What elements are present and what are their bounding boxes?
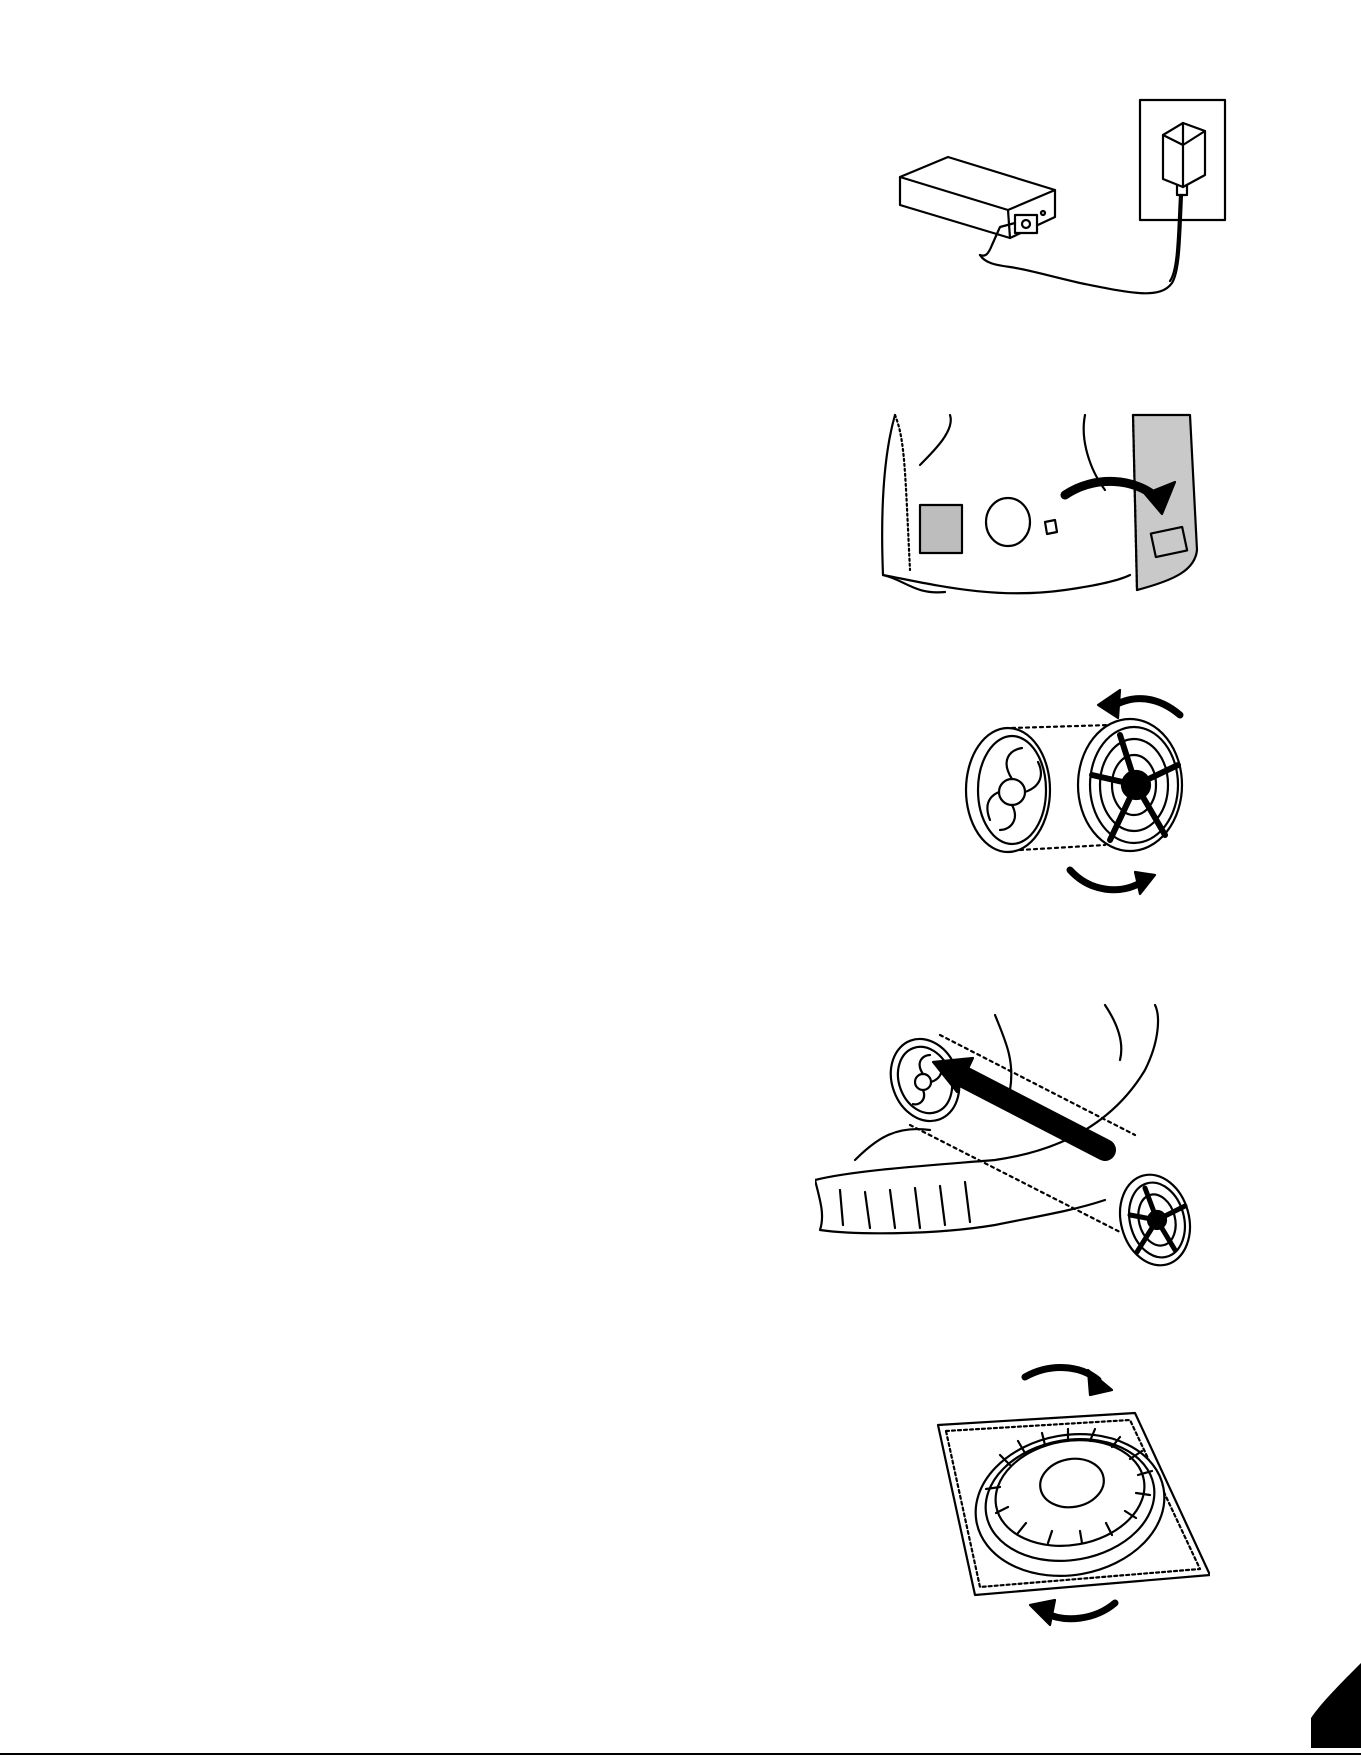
battery-charger-icon [880,95,1250,325]
page-corner-tab [1311,1663,1361,1753]
page-bottom-rule [0,1753,1361,1755]
twist-filter-icon [950,680,1210,910]
charger-illustration [880,95,1250,325]
open-door-arrow-icon [875,410,1220,605]
filter-door-illustration [875,410,1220,605]
rotate-cover-icon [920,1355,1210,1640]
corner-tab-icon [1311,1663,1361,1748]
filter-cover-illustration [920,1355,1210,1640]
filter-install-illustration [815,1000,1210,1285]
insert-filter-icon [815,1000,1210,1285]
fan-filter-twist-illustration [950,680,1210,910]
